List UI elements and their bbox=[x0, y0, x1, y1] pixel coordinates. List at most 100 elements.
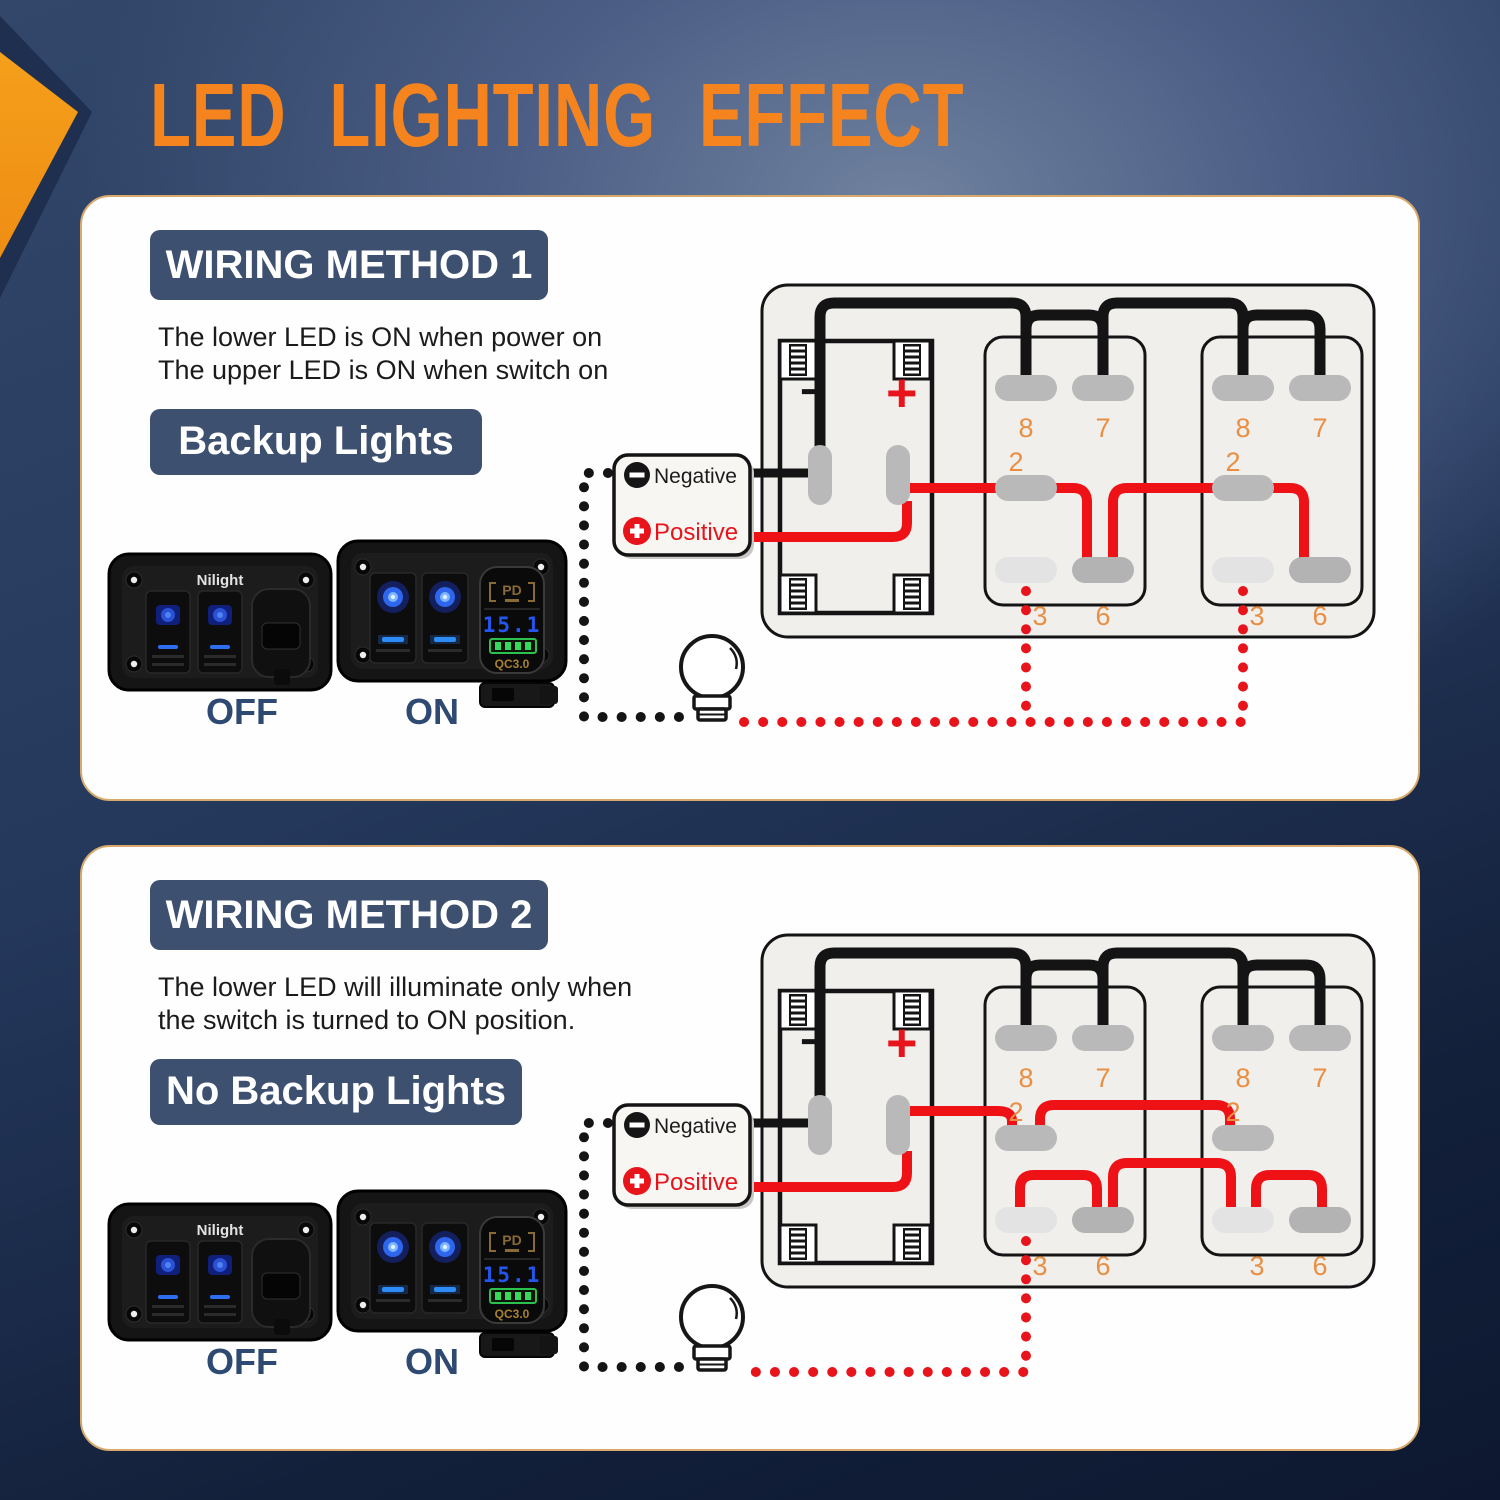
svg-text:6: 6 bbox=[1312, 601, 1327, 631]
description-line: the switch is turned to ON position. bbox=[158, 1005, 576, 1035]
battery-terminal-coil bbox=[778, 1223, 818, 1265]
light-bulb-icon bbox=[679, 1284, 745, 1372]
battery-terminal-coil bbox=[892, 1223, 932, 1265]
svg-text:3: 3 bbox=[1032, 601, 1047, 631]
mounting-flap bbox=[479, 682, 558, 708]
on-state-label: ON bbox=[405, 1341, 459, 1382]
battery-terminal-coil bbox=[892, 573, 932, 615]
rocker-switch-lit bbox=[369, 572, 417, 664]
svg-text:6: 6 bbox=[1312, 1251, 1327, 1281]
brand-logo: Nilight bbox=[197, 1222, 244, 1239]
off-state-label: OFF bbox=[206, 691, 278, 732]
usb-charger-module: PD 15.1 QC3.0 bbox=[479, 566, 545, 674]
switch-1-outline bbox=[983, 335, 1147, 607]
rocker-switch-dim bbox=[197, 590, 243, 674]
svg-text:3: 3 bbox=[1249, 1251, 1264, 1281]
switch-panel-off-image: Nilight bbox=[107, 552, 333, 692]
pd-label: PD bbox=[502, 1232, 521, 1248]
svg-text:7: 7 bbox=[1312, 1063, 1327, 1093]
svg-text:8: 8 bbox=[1235, 413, 1250, 443]
backup-lights-badge: Backup Lights bbox=[150, 409, 482, 475]
battery-plus-sign: + bbox=[886, 1013, 918, 1073]
switch-2-outline bbox=[1200, 335, 1364, 607]
description-line: The lower LED will illuminate only when bbox=[158, 972, 633, 1002]
method-1-description: The lower LED is ON when power on The up… bbox=[158, 321, 608, 387]
screw-icon bbox=[354, 1208, 372, 1226]
screw-icon bbox=[354, 1296, 372, 1314]
switch-2-outline bbox=[1200, 985, 1364, 1257]
page-title: LED LIGHTING EFFECT bbox=[150, 65, 965, 166]
switch-1-outline bbox=[983, 985, 1147, 1257]
svg-text:7: 7 bbox=[1095, 413, 1110, 443]
positive-label: Positive bbox=[654, 519, 738, 546]
brand-logo: Nilight bbox=[197, 572, 244, 589]
screw-icon bbox=[297, 571, 315, 589]
load-dotted-lead bbox=[739, 1236, 1031, 1377]
power-wires bbox=[750, 1100, 1327, 1211]
svg-text:2: 2 bbox=[1225, 447, 1240, 477]
power-wires bbox=[750, 483, 1309, 561]
negative-label: Negative bbox=[654, 1115, 737, 1138]
screw-icon bbox=[125, 1221, 143, 1239]
pd-label: PD bbox=[502, 582, 521, 598]
voltmeter-display: 15.1 bbox=[483, 1263, 542, 1287]
screw-icon bbox=[125, 655, 143, 673]
rocker-switch-dim bbox=[197, 1240, 243, 1324]
terminal-numbers: 8 7 2 3 6 8 7 2 3 6 bbox=[1008, 413, 1327, 631]
svg-text:6: 6 bbox=[1095, 601, 1110, 631]
svg-text:7: 7 bbox=[1095, 1063, 1110, 1093]
screw-icon bbox=[125, 1305, 143, 1323]
svg-text:8: 8 bbox=[1235, 1063, 1250, 1093]
svg-text:3: 3 bbox=[1249, 601, 1264, 631]
ground-wires bbox=[750, 947, 1326, 1128]
description-line: The upper LED is ON when switch on bbox=[158, 355, 609, 385]
svg-text:2: 2 bbox=[1008, 447, 1023, 477]
polarity-legend-box: Negative Positive bbox=[612, 453, 754, 559]
contact-pads bbox=[808, 1025, 1351, 1233]
no-backup-lights-badge: No Backup Lights bbox=[150, 1059, 522, 1125]
on-state-label: ON bbox=[405, 691, 459, 732]
mounting-flap bbox=[479, 1332, 558, 1358]
usb-cover-closed bbox=[251, 1238, 311, 1335]
screw-icon bbox=[297, 1221, 315, 1239]
svg-text:2: 2 bbox=[1225, 1097, 1240, 1127]
terminal-numbers: 8 7 2 3 6 8 7 2 3 6 bbox=[1008, 1063, 1327, 1281]
contact-pads bbox=[808, 375, 1351, 583]
usb-cover-closed bbox=[251, 588, 311, 685]
svg-text:6: 6 bbox=[1095, 1251, 1110, 1281]
voltmeter-display: 15.1 bbox=[483, 613, 542, 637]
switch-panel-on-image: PD 15.1 QC3.0 bbox=[336, 539, 568, 708]
switch-panel-on-image: PD 15.1 QC3.0 bbox=[336, 1189, 568, 1358]
wiring-diagram-method-1: − + bbox=[579, 283, 1376, 727]
load-dotted-leads bbox=[739, 586, 1248, 727]
svg-text:8: 8 bbox=[1018, 1063, 1033, 1093]
polarity-legend-box: Negative Positive bbox=[612, 1103, 754, 1209]
off-state-label: OFF bbox=[206, 1341, 278, 1382]
wiring-method-2-card: WIRING METHOD 2 The lower LED will illum… bbox=[80, 845, 1420, 1451]
method-1-badge: WIRING METHOD 1 bbox=[150, 230, 548, 300]
rocker-switch-dim bbox=[145, 1240, 191, 1324]
svg-text:2: 2 bbox=[1008, 1097, 1023, 1127]
switch-panel-off-image: Nilight bbox=[107, 1202, 333, 1342]
qc-label: QC3.0 bbox=[495, 1307, 530, 1321]
screw-icon bbox=[354, 558, 372, 576]
rocker-switch-lit bbox=[369, 1222, 417, 1314]
svg-text:7: 7 bbox=[1312, 413, 1327, 443]
rocker-switch-dim bbox=[145, 590, 191, 674]
wiring-method-1-card: WIRING METHOD 1 The lower LED is ON when… bbox=[80, 195, 1420, 801]
svg-text:8: 8 bbox=[1018, 413, 1033, 443]
wiring-diagram-method-2: − + bbox=[579, 933, 1376, 1377]
positive-label: Positive bbox=[654, 1169, 738, 1196]
qc-label: QC3.0 bbox=[495, 657, 530, 671]
method-2-description: The lower LED will illuminate only when … bbox=[158, 971, 632, 1037]
usb-charger-module: PD 15.1 QC3.0 bbox=[479, 1216, 545, 1324]
negative-label: Negative bbox=[654, 465, 737, 488]
description-line: The lower LED is ON when power on bbox=[158, 322, 603, 352]
battery-plus-sign: + bbox=[886, 363, 918, 423]
svg-text:3: 3 bbox=[1032, 1251, 1047, 1281]
light-bulb-icon bbox=[679, 634, 745, 722]
method-2-badge: WIRING METHOD 2 bbox=[150, 880, 548, 950]
rocker-switch-lit bbox=[421, 572, 469, 664]
battery-terminal-coil bbox=[778, 573, 818, 615]
rocker-switch-lit bbox=[421, 1222, 469, 1314]
